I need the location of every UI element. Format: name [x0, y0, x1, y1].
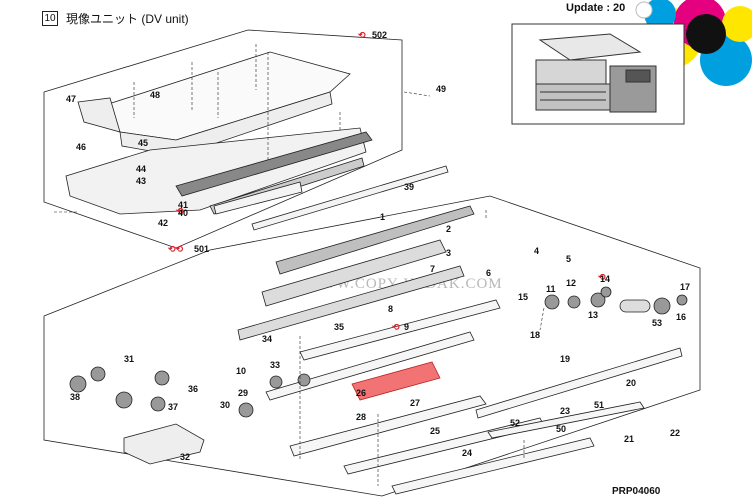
callout-8: 8: [388, 304, 393, 314]
svg-text:⟲⟲: ⟲⟲: [168, 244, 184, 254]
assembly-501-frame: [43, 195, 701, 497]
callout-50: 50: [556, 424, 566, 434]
callout-14: 14: [600, 274, 610, 284]
blade-parts: [213, 165, 449, 231]
callout-17: 17: [680, 282, 690, 292]
assembly-502-frame: [43, 29, 403, 249]
callout-11: 11: [546, 284, 556, 294]
callout-24: 24: [462, 448, 472, 458]
callout-32: 32: [180, 452, 190, 462]
callout-48: 48: [150, 90, 160, 100]
callout-4: 4: [534, 246, 539, 256]
update-label: Update : 20: [566, 2, 626, 14]
callout-21: 21: [624, 434, 634, 444]
callout-40: 40: [178, 208, 188, 218]
callout-25: 25: [430, 426, 440, 436]
svg-text:⟲: ⟲: [598, 272, 606, 282]
callout-5: 5: [566, 254, 571, 264]
callout-52: 52: [510, 418, 520, 428]
callout-12: 12: [566, 278, 576, 288]
leader-lines: [54, 44, 545, 486]
callout-6: 6: [486, 268, 491, 278]
callout-9: 9: [404, 322, 409, 332]
cmyk-logo: [635, 0, 752, 86]
callout-13: 13: [588, 310, 598, 320]
page-title: 現像ユニット (DV unit): [66, 12, 189, 26]
callout-16: 16: [676, 312, 686, 322]
callout-31: 31: [124, 354, 134, 364]
callout-30: 30: [220, 400, 230, 410]
callout-36: 36: [188, 384, 198, 394]
holder-part: [123, 423, 205, 465]
callout-43: 43: [136, 176, 146, 186]
developer-rollers: [237, 205, 475, 341]
callout-10: 10: [236, 366, 246, 376]
gears-left: [69, 366, 311, 418]
callout-28: 28: [356, 412, 366, 422]
section-number: 10: [42, 11, 58, 26]
assembly-label-501: 501: [194, 244, 209, 254]
callout-41: 41: [178, 200, 188, 210]
callout-20: 20: [626, 378, 636, 388]
callout-53: 53: [652, 318, 662, 328]
callout-26: 26: [356, 388, 366, 398]
callout-45: 45: [138, 138, 148, 148]
upper-cover: [77, 51, 351, 157]
callout-38: 38: [70, 392, 80, 402]
gears-right: [544, 286, 688, 315]
callout-47: 47: [66, 94, 76, 104]
svg-text:⟲: ⟲: [392, 322, 400, 332]
callout-29: 29: [238, 388, 248, 398]
callout-49: 49: [436, 84, 446, 94]
callout-23: 23: [560, 406, 570, 416]
svg-text:⟲: ⟲: [358, 30, 366, 40]
callout-46: 46: [76, 142, 86, 152]
callout-51: 51: [594, 400, 604, 410]
callout-1: 1: [380, 212, 385, 222]
callout-39: 39: [404, 182, 414, 192]
assembly-markers: ⟲ 502 ⟲⟲ 501 ⟲ ⟲ ⟲: [168, 30, 606, 332]
callout-3: 3: [446, 248, 451, 258]
callout-15: 15: [518, 292, 528, 302]
callout-44: 44: [136, 164, 146, 174]
callout-35: 35: [334, 322, 344, 332]
callout-18: 18: [530, 330, 540, 340]
callout-22: 22: [670, 428, 680, 438]
callout-7: 7: [430, 264, 435, 274]
drawing-code: PRP04060: [612, 486, 661, 497]
callout-2: 2: [446, 224, 451, 234]
callout-19: 19: [560, 354, 570, 364]
callout-33: 33: [270, 360, 280, 370]
copier-thumbnail: [511, 23, 685, 125]
callout-34: 34: [262, 334, 272, 344]
svg-text:⟲: ⟲: [176, 206, 184, 216]
callout-27: 27: [410, 398, 420, 408]
callout-37: 37: [168, 402, 178, 412]
assembly-label-502: 502: [372, 30, 387, 40]
frame-rails: [265, 299, 683, 495]
callout-42: 42: [158, 218, 168, 228]
highlighted-part: [351, 361, 441, 401]
